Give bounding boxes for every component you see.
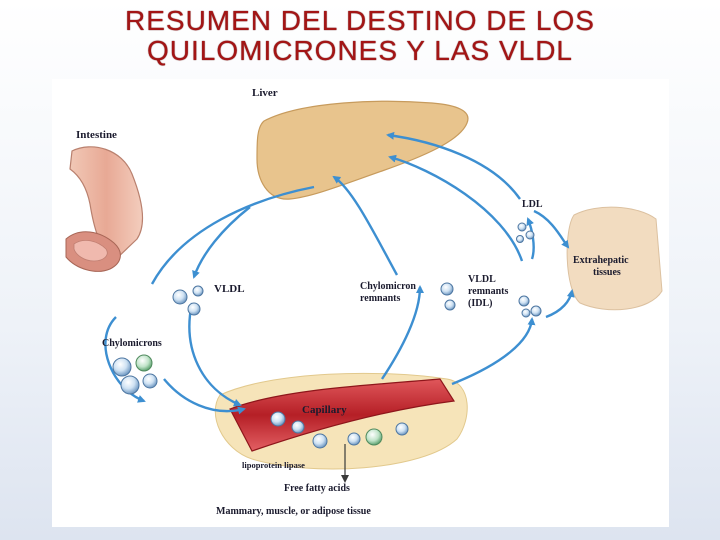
chylomicron-remnants: Chylomicron remnants [360,281,455,310]
particle [366,429,382,445]
arrow-idl-to-liver [390,157,522,261]
label-chylomicron-remnants-1: Chylomicron [360,281,416,292]
label-tissue-caption: Mammary, muscle, or adipose tissue [216,506,371,517]
label-vldl-remnants-2: remnants [468,286,508,297]
label-lipoprotein-lipase: lipoprotein lipase [242,460,305,470]
capillary-region: Capillary lipoprotein lipase Free fatty … [215,373,467,517]
extrahepatic-tissues: Extrahepatic tissues [567,207,662,310]
slide-title: RESUMEN DEL DESTINO DE LOS QUILOMICRONES… [0,6,720,66]
title-line-2: QUILOMICRONES Y LAS VLDL [0,36,720,66]
label-vldl-remnants-1: VLDL [468,274,496,285]
label-vldl-remnants-3: (IDL) [468,298,492,309]
label-chylomicrons: Chylomicrons [102,338,162,349]
arrow-capillary-to-idl [452,319,532,384]
label-liver: Liver [252,87,278,99]
label-chylomicron-remnants-2: remnants [360,293,400,304]
label-capillary: Capillary [302,404,347,416]
diagram-svg: Liver Intestine Extrahepatic tissues Cap… [52,79,669,527]
intestine: Intestine [66,129,142,271]
particle [348,433,360,445]
particle [313,434,327,448]
arrow-idl-to-extrahepatic [546,291,572,317]
particle [292,421,304,433]
arrow-remnants-to-liver [334,177,397,275]
label-ldl: LDL [522,199,543,210]
particle [271,412,285,426]
label-free-fatty-acids: Free fatty acids [284,483,350,494]
vldl-particles: VLDL [173,283,245,315]
label-extrahepatic-2: tissues [593,267,621,278]
lipoprotein-diagram: Liver Intestine Extrahepatic tissues Cap… [52,79,669,527]
idl-remnants: VLDL remnants (IDL) [468,274,541,317]
title-line-1: RESUMEN DEL DESTINO DE LOS [0,6,720,36]
particle [396,423,408,435]
arrow-outer-left [152,187,314,284]
arrow-ldl-to-extrahepatic [534,211,568,247]
label-intestine: Intestine [76,129,117,141]
label-extrahepatic-1: Extrahepatic [573,255,629,266]
liver: Liver [252,87,468,199]
label-vldl: VLDL [214,283,245,295]
